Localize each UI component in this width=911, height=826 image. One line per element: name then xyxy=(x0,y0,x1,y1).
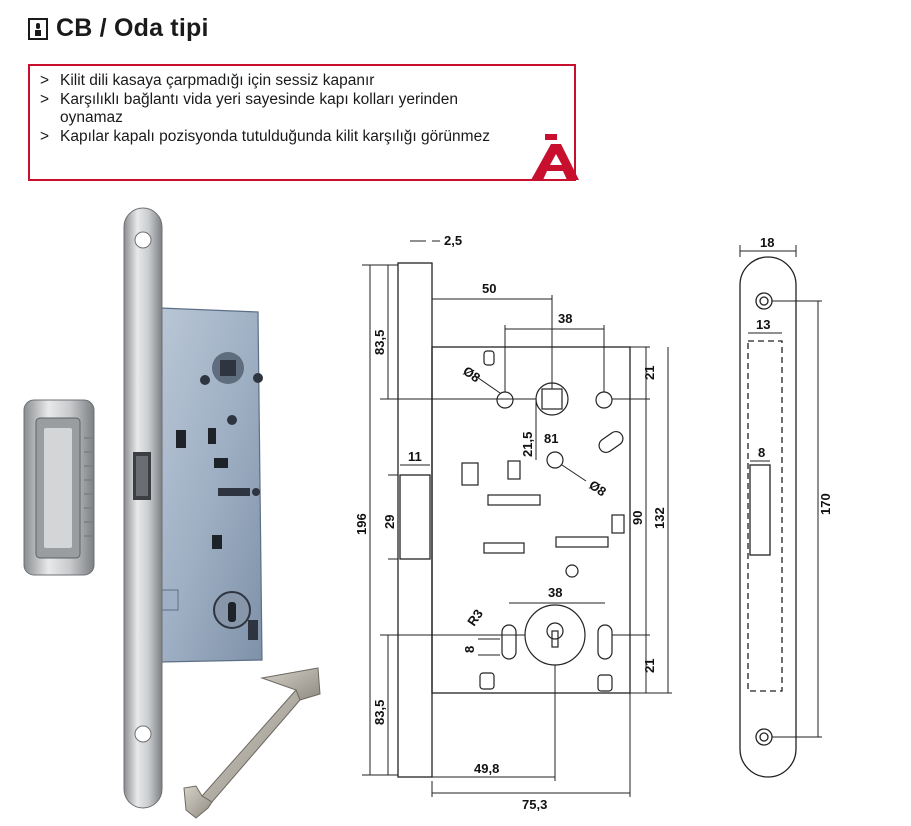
feature-list: >Kilit dili kasaya çarpmadığı için sessi… xyxy=(40,72,564,146)
lock-technical-drawing: 2,5 50 38 Ø8 21 83,5 21,5 81 Ø8 11 196 2… xyxy=(354,233,672,812)
dim-38-bottom: 38 xyxy=(548,585,562,600)
bullet-marker: > xyxy=(40,72,50,89)
strike-plate-photo xyxy=(23,399,95,576)
dim-90: 90 xyxy=(630,511,645,525)
strike-plate-drawing: 18 13 8 170 xyxy=(739,235,833,778)
dim-132: 132 xyxy=(652,507,667,529)
page-title: CB / Oda tipi xyxy=(56,14,209,42)
dim-13: 13 xyxy=(756,317,770,332)
dim-21-bottom: 21 xyxy=(642,659,657,673)
dim-11: 11 xyxy=(408,449,422,464)
dim-phi8-top: Ø8 xyxy=(460,363,483,385)
feature-item: >Kapılar kapalı pozisyonda tutulduğunda … xyxy=(40,127,490,145)
dim-18: 18 xyxy=(760,235,774,250)
hafele-brand-icon xyxy=(531,134,579,180)
dim-8-plate: 8 xyxy=(758,445,765,460)
key-photo xyxy=(183,667,321,819)
dim-phi8-mid: Ø8 xyxy=(586,477,609,499)
dim-49-8: 49,8 xyxy=(474,761,499,776)
dim-196: 196 xyxy=(354,513,369,535)
dim-50: 50 xyxy=(482,281,496,296)
dim-83-5-top: 83,5 xyxy=(372,330,387,355)
lock-faceplate-photo xyxy=(123,207,163,809)
lock-key-icon xyxy=(28,17,48,40)
dim-75-3: 75,3 xyxy=(522,797,547,812)
dim-170: 170 xyxy=(818,493,833,515)
bullet-marker: > xyxy=(40,127,50,145)
dim-r3: R3 xyxy=(464,606,486,628)
lock-body-photo xyxy=(159,307,263,663)
dim-21-5: 21,5 xyxy=(520,432,535,457)
feature-box: >Kilit dili kasaya çarpmadığı için sessi… xyxy=(28,64,576,181)
dim-38-top: 38 xyxy=(558,311,572,326)
lock-product-photo xyxy=(23,207,321,819)
dim-29: 29 xyxy=(382,515,397,529)
bullet-marker: > xyxy=(40,90,50,108)
dim-81: 81 xyxy=(544,431,558,446)
dim-plate-offset: 2,5 xyxy=(444,233,462,248)
feature-item: >Karşılıklı bağlantı vida yeri sayesinde… xyxy=(40,90,459,127)
page-header: CB / Oda tipi xyxy=(28,14,209,43)
dim-8: 8 xyxy=(462,646,477,653)
dim-83-5-bottom: 83,5 xyxy=(372,700,387,725)
dim-21-top: 21 xyxy=(642,366,657,380)
feature-item: >Kilit dili kasaya çarpmadığı için sessi… xyxy=(40,72,375,89)
